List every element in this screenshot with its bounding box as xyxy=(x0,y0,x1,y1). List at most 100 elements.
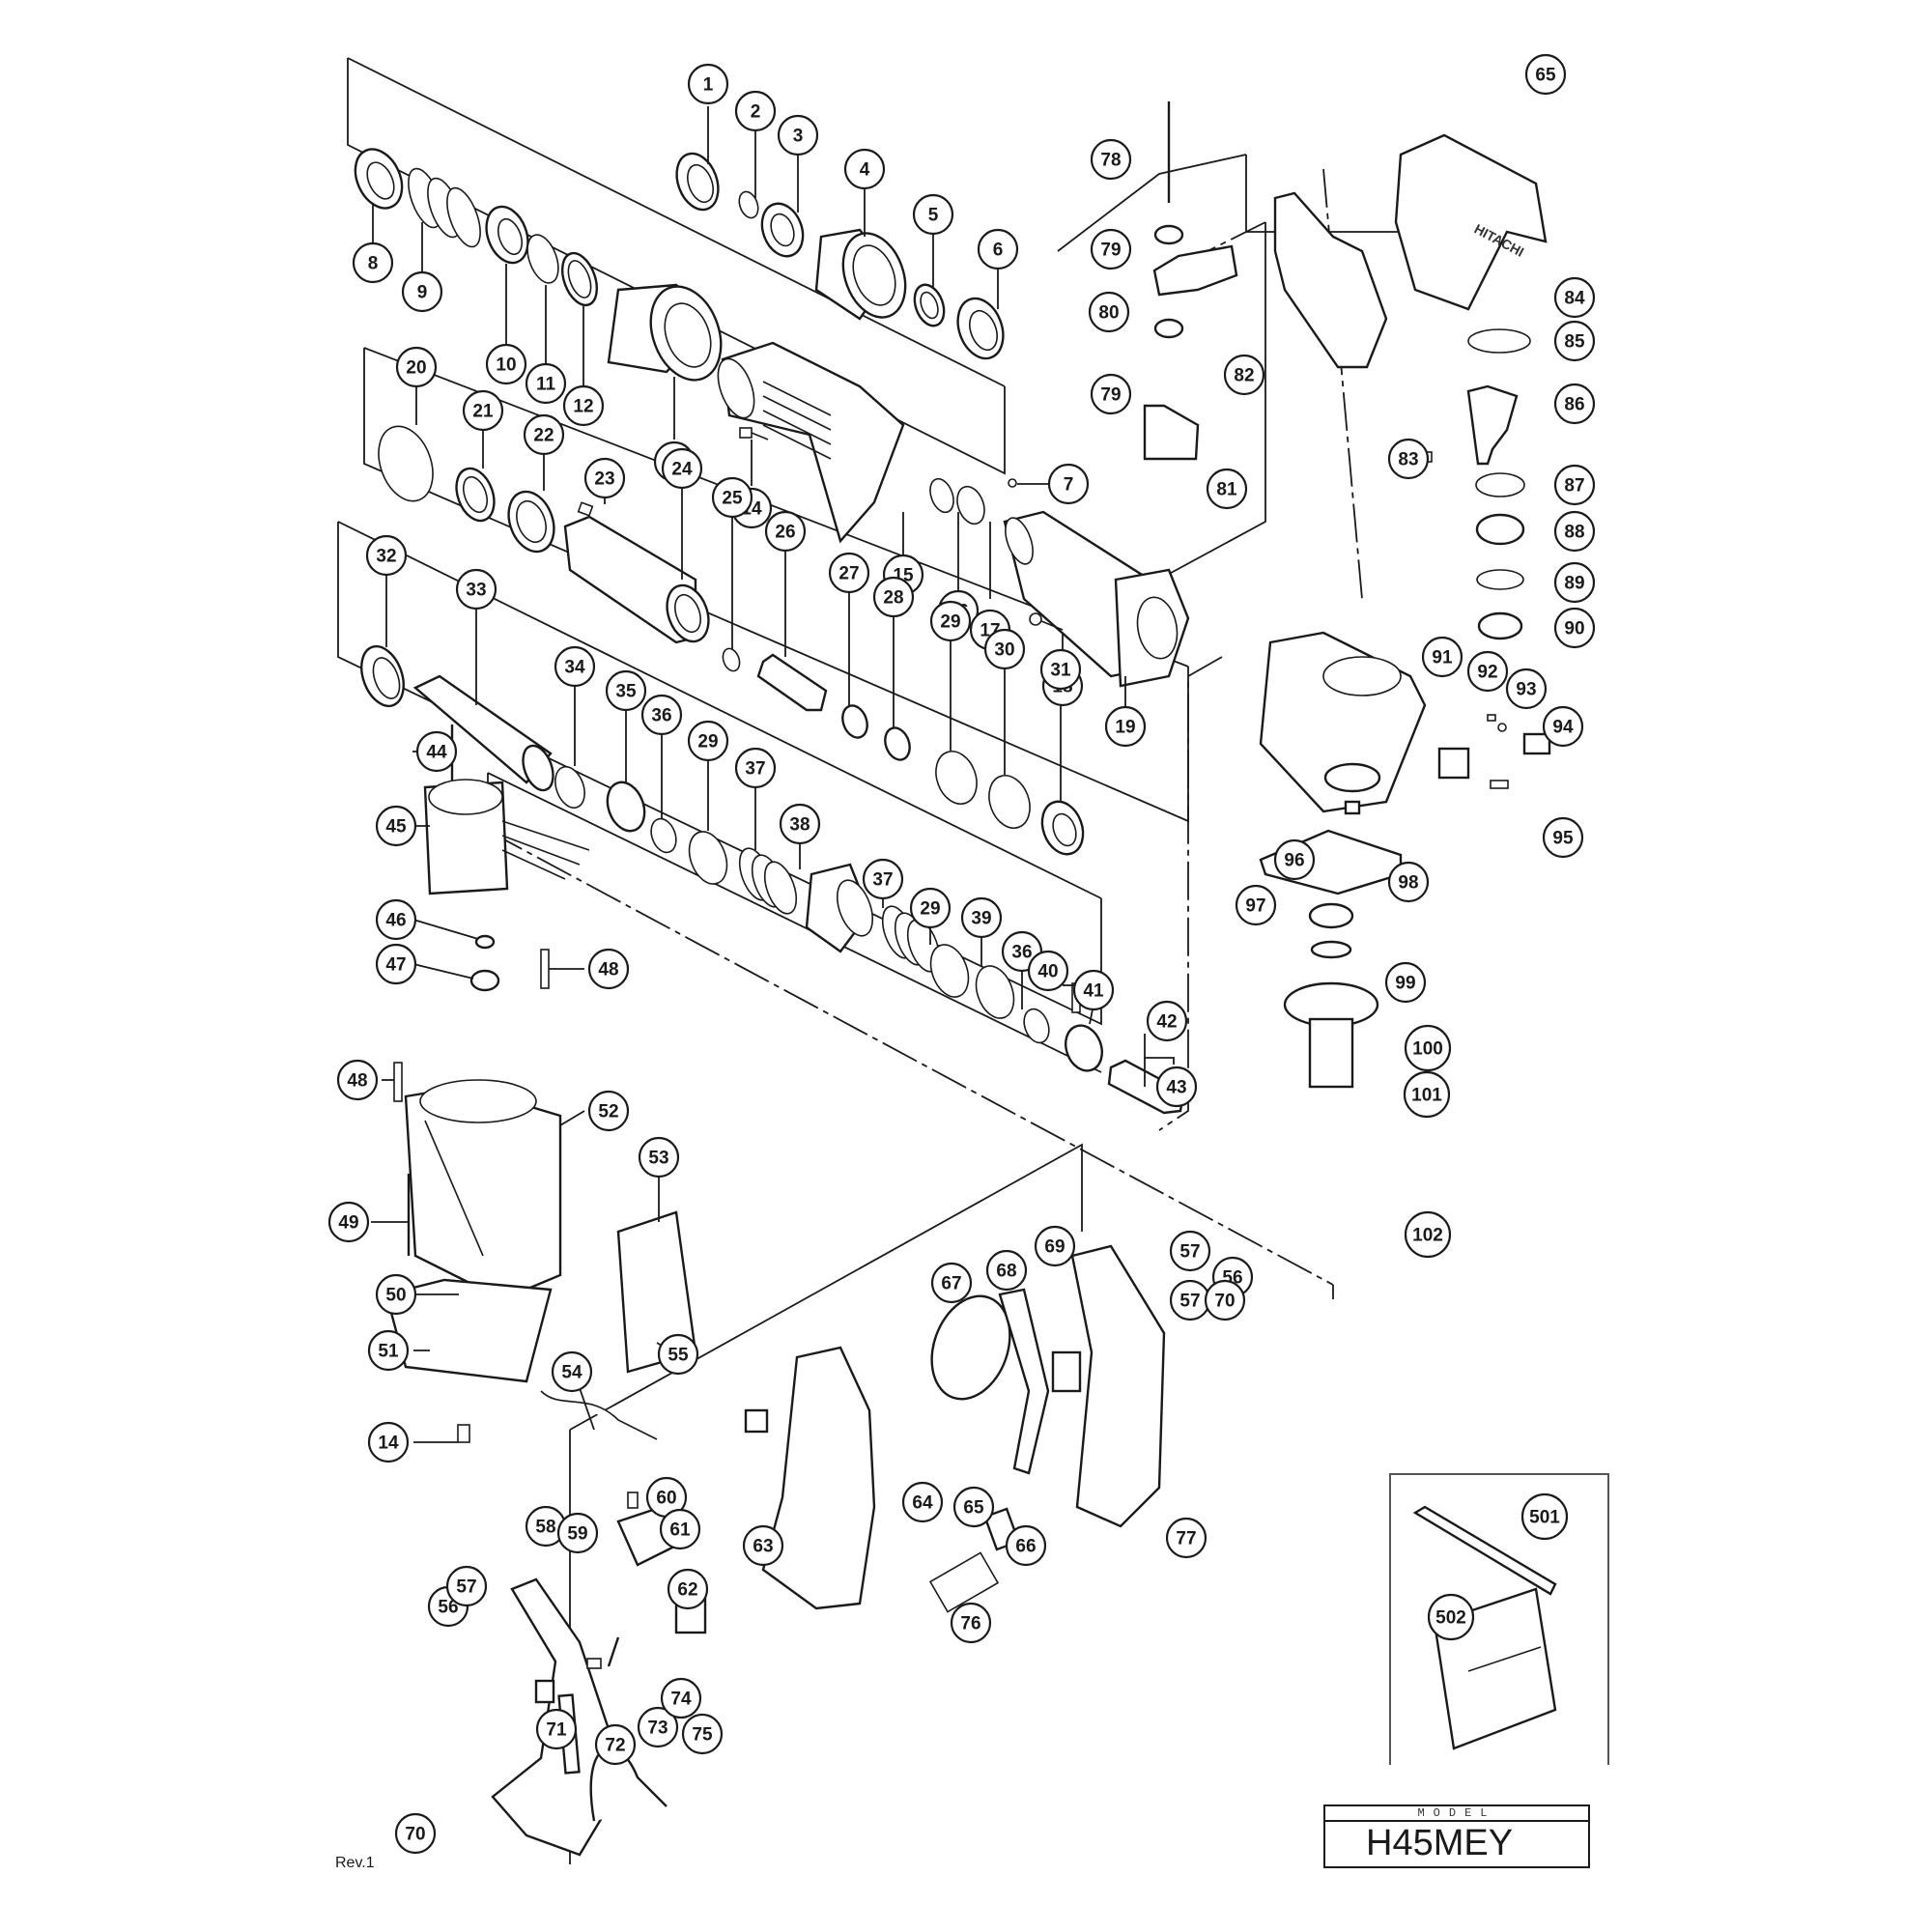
callout-number: 102 xyxy=(1412,1226,1443,1246)
part-callout-87: 87 xyxy=(1553,464,1596,506)
part-callout-2: 2 xyxy=(734,90,777,132)
model-box: MODEL H45MEY xyxy=(1323,1804,1590,1868)
callout-number: 8 xyxy=(368,254,379,274)
callout-number: 90 xyxy=(1564,619,1584,639)
callout-number: 53 xyxy=(648,1149,668,1169)
callout-number: 55 xyxy=(668,1346,689,1366)
part-92-shape xyxy=(1487,714,1496,722)
part-callout-41: 41 xyxy=(1072,969,1115,1011)
part-13-shape xyxy=(607,283,723,382)
part-callout-57: 57 xyxy=(1169,1230,1211,1272)
callout-circle xyxy=(1104,705,1147,748)
model-label: MODEL xyxy=(1325,1806,1588,1822)
callout-number: 43 xyxy=(1166,1078,1186,1098)
part-callout-70: 70 xyxy=(394,1812,437,1855)
part-callout-32: 32 xyxy=(365,534,408,577)
part-callout-7: 7 xyxy=(1047,463,1090,505)
callout-circle xyxy=(901,1481,944,1523)
callout-circle xyxy=(912,193,954,236)
callout-number: 83 xyxy=(1398,450,1418,470)
callout-number: 29 xyxy=(697,732,718,753)
part-4-shape xyxy=(814,228,907,321)
part-81-shape xyxy=(1143,404,1200,461)
callout-labels: 1234568910111213714151617181920212223242… xyxy=(327,53,1596,1855)
group-boundaries xyxy=(337,57,1410,1864)
callout-circle xyxy=(952,1486,995,1528)
callout-number: 94 xyxy=(1552,718,1574,738)
callout-circle xyxy=(523,413,565,456)
part-67-shape xyxy=(930,1294,1011,1401)
callout-number: 42 xyxy=(1156,1012,1177,1033)
callout-number: 21 xyxy=(472,402,494,422)
callout-number: 37 xyxy=(745,759,765,780)
part-95-shape xyxy=(1490,780,1509,789)
callout-number: 62 xyxy=(677,1580,697,1601)
callout-number: 64 xyxy=(912,1493,933,1514)
part-94-shape xyxy=(1522,732,1551,755)
part-callout-55: 55 xyxy=(657,1333,699,1376)
callout-circle xyxy=(659,1508,701,1550)
callout-circle xyxy=(336,1059,379,1101)
callout-circle xyxy=(367,1421,410,1463)
part-17-shape xyxy=(956,485,985,526)
callout-number: 46 xyxy=(385,911,406,931)
callout-number: 29 xyxy=(920,899,940,920)
part-callout-68: 68 xyxy=(985,1249,1028,1292)
part-82-shape xyxy=(1273,191,1388,369)
part-callout-21: 21 xyxy=(462,389,504,432)
part-callout-49: 49 xyxy=(327,1201,370,1243)
callout-number: 57 xyxy=(456,1577,476,1598)
callout-number: 31 xyxy=(1050,661,1071,681)
callout-circle xyxy=(1553,320,1596,362)
callout-circle xyxy=(661,447,703,490)
part-callout-27: 27 xyxy=(828,552,870,594)
part-callout-28: 28 xyxy=(872,576,915,618)
part-39-shape xyxy=(975,965,1015,1019)
callout-number: 91 xyxy=(1432,648,1453,668)
part-callout-26: 26 xyxy=(764,510,807,553)
leader-lines xyxy=(371,106,1175,1443)
part-11-shape xyxy=(526,234,559,284)
callout-circle xyxy=(1155,1065,1198,1108)
part-47-shape xyxy=(469,969,500,992)
callout-number: 100 xyxy=(1412,1039,1443,1060)
callout-number: 87 xyxy=(1564,476,1584,497)
callout-number: 56 xyxy=(438,1598,458,1618)
callout-circle xyxy=(1090,228,1132,270)
callout-circle xyxy=(1047,463,1090,505)
part-callout-29: 29 xyxy=(687,720,729,762)
part-19-shape xyxy=(1003,510,1190,688)
callout-circle xyxy=(687,720,729,762)
part-callout-1: 1 xyxy=(687,63,729,105)
part-callout-37: 37 xyxy=(734,747,777,789)
part-28-shape xyxy=(884,726,911,761)
part-callout-52: 52 xyxy=(587,1090,630,1132)
callout-circle xyxy=(1088,291,1130,333)
part-callout-96: 96 xyxy=(1273,838,1316,881)
callout-number: 59 xyxy=(567,1524,587,1545)
part-86-shape xyxy=(1466,384,1519,466)
part-73-shape xyxy=(586,1658,602,1669)
callout-number: 37 xyxy=(872,870,893,891)
callout-number: 44 xyxy=(426,743,447,763)
part-callout-57: 57 xyxy=(1169,1279,1211,1321)
callout-number: 70 xyxy=(405,1825,425,1845)
part-34-shape xyxy=(554,765,585,810)
part-callout-65: 65 xyxy=(952,1486,995,1528)
part-callout-67: 67 xyxy=(930,1262,973,1304)
callout-circle xyxy=(394,1812,437,1855)
callout-number: 92 xyxy=(1477,663,1497,683)
callout-number: 23 xyxy=(594,469,614,490)
part-callout-102: 102 xyxy=(1404,1210,1452,1259)
callout-number: 38 xyxy=(789,815,810,836)
part-callout-95: 95 xyxy=(1542,816,1584,859)
part-callout-57: 57 xyxy=(445,1565,488,1607)
callout-number: 14 xyxy=(378,1434,399,1454)
callout-number: 96 xyxy=(1284,851,1304,871)
callout-circle xyxy=(1542,705,1584,748)
callout-number: 79 xyxy=(1100,385,1121,406)
callout-number: 50 xyxy=(385,1286,406,1306)
callout-number: 25 xyxy=(722,489,743,509)
part-80-shape xyxy=(1152,244,1238,297)
part-callout-83: 83 xyxy=(1387,438,1430,480)
